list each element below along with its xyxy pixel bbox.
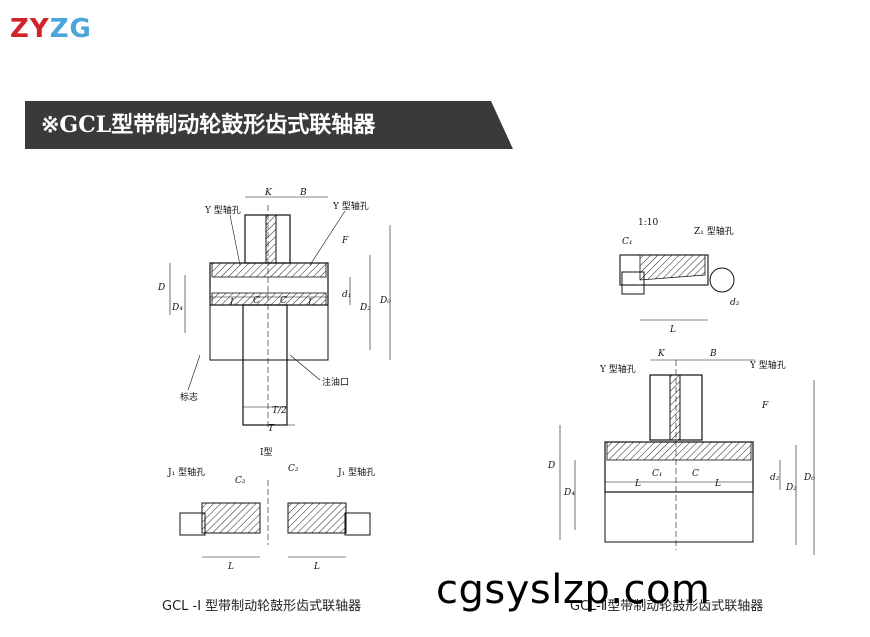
logo-text-red: ZY: [10, 14, 50, 44]
label-mark: 标志: [180, 391, 198, 403]
label-c1: C: [253, 296, 260, 306]
label-k-r: K: [657, 349, 666, 359]
label-c2a: C₂: [235, 476, 246, 486]
label-y-right: Y 型轴孔: [332, 200, 369, 212]
label-l1: L: [229, 298, 236, 308]
label-d2-r: d₂: [770, 473, 780, 483]
label-y-left: Y 型轴孔: [204, 204, 241, 216]
label-d0: D₀: [379, 296, 391, 306]
label-d0-r: D₀: [803, 473, 815, 483]
label-d4: D₄: [171, 303, 183, 313]
label-f: F: [341, 236, 349, 246]
label-l1-r: L: [634, 479, 641, 489]
drawing-gcl-1: K B Y 型轴孔 Y 型轴孔 F D D₄ L C C L d₁ D₂ D₀ …: [150, 185, 410, 585]
label-l-top: L: [669, 325, 676, 335]
section-banner: ※GCL型带制动轮鼓形齿式联轴器: [25, 101, 513, 149]
label-b: B: [299, 188, 307, 198]
banner-background: [25, 101, 513, 149]
label-f-r: F: [761, 401, 769, 411]
banner-title: ※GCL型带制动轮鼓形齿式联轴器: [41, 112, 376, 138]
label-taper: 1:10: [638, 218, 658, 228]
label-c2b: C₂: [288, 464, 299, 474]
label-d1: d₁: [342, 290, 351, 300]
label-l2-r: L: [714, 479, 721, 489]
label-l2: L: [307, 298, 314, 308]
label-d: D: [157, 283, 165, 293]
label-j1-right: J₁ 型轴孔: [337, 466, 375, 478]
caption-gcl-2: GCL-Ⅱ型带制动轮鼓形齿式联轴器: [570, 599, 764, 614]
label-l3: L: [227, 562, 234, 572]
label-d4-r: D₄: [563, 488, 575, 498]
label-type: Ⅰ型: [260, 447, 273, 458]
brand-logo: ZYZG: [10, 12, 120, 46]
label-c-r: C: [692, 469, 699, 479]
label-z1: Z₁ 型轴孔: [694, 225, 734, 237]
drawing-gcl-2: 1:10 C₁ Z₁ 型轴孔 L d₂ K B Y 型轴孔 Y 型轴孔 F D …: [540, 210, 830, 590]
label-t2: T/2: [272, 406, 287, 416]
logo-text-blue: ZG: [49, 14, 92, 44]
label-t: T: [268, 424, 275, 434]
label-l4: L: [313, 562, 320, 572]
label-b-r: B: [709, 349, 717, 359]
label-d2: D₂: [359, 303, 371, 313]
watermark-text: cgsyslzp.com: [436, 567, 711, 613]
label-d2-top: d₂: [730, 298, 740, 308]
label-oil: 注油口: [322, 376, 349, 388]
label-j1-left: J₁ 型轴孔: [167, 466, 205, 478]
label-d-r: D: [547, 461, 555, 471]
label-y-right-r: Y 型轴孔: [749, 359, 786, 371]
label-c1b-r: C₁: [652, 469, 663, 479]
caption-gcl-1: GCL -Ⅰ 型带制动轮鼓形齿式联轴器: [162, 599, 362, 614]
label-c2: C: [280, 296, 287, 306]
label-k: K: [264, 188, 273, 198]
label-c1-top: C₁: [622, 237, 633, 247]
label-dd2-r: D₂: [785, 483, 797, 493]
label-y-left-r: Y 型轴孔: [599, 363, 636, 375]
